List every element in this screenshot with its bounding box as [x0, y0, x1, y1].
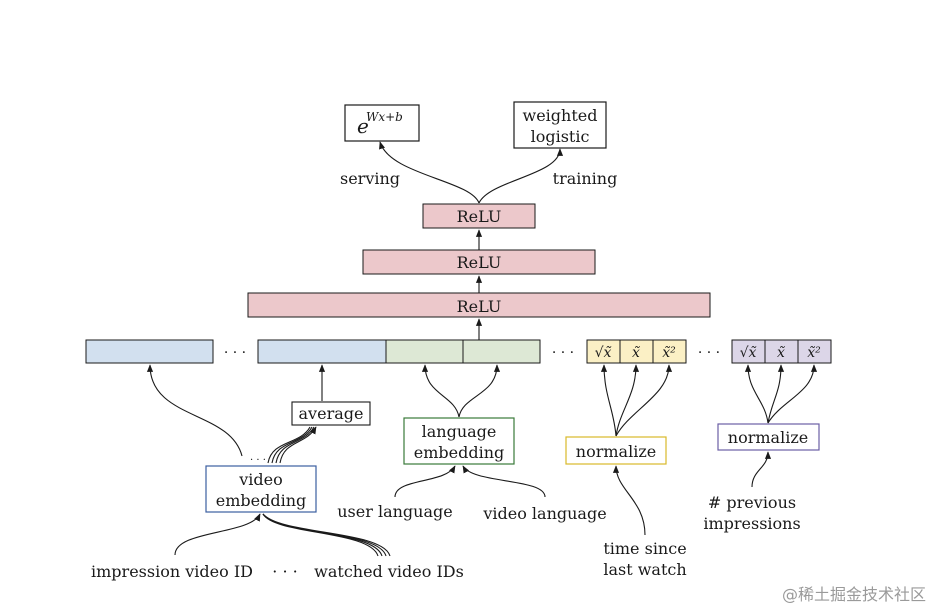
arrow-to-training [478, 148, 564, 204]
serving-exponent: Wx+b [366, 110, 403, 124]
bundle-to-average-1 [267, 426, 311, 464]
impr-sqrt-term: √x̃ [740, 345, 757, 361]
arrow-embedding-to-impression-slot [146, 364, 243, 457]
arrow-time-norm-to-linear [615, 364, 640, 437]
time-square-term: x̃² [662, 345, 676, 361]
arrow-time-input-to-norm [612, 465, 646, 536]
arrow-impression-id-to-embedding [174, 513, 261, 556]
impression-video-id-label: impression video ID [91, 562, 253, 581]
normalize-impressions-box: normalize [717, 423, 820, 451]
watched-ids-line-4 [262, 513, 391, 557]
video-language-embedding-slot [462, 339, 541, 364]
average-box: average [291, 401, 371, 426]
arrow-language-to-video-slot [458, 364, 501, 418]
impression-video-embedding-slot [85, 339, 214, 364]
user-language-embedding-slot [385, 339, 464, 364]
weighted-logistic-box: weighted logistic [513, 101, 607, 149]
time-since-line2: last watch [603, 560, 686, 579]
arrow-language-to-user-slot [421, 364, 460, 418]
svg-text:embedding: embedding [216, 491, 307, 510]
bundle-to-average-2 [271, 426, 313, 464]
serving-output-box: e Wx+b [344, 104, 420, 142]
video-embedding-dots: · · · [250, 455, 266, 466]
time-since-features: √x̃ x̃ x̃² [586, 339, 687, 364]
training-label: training [553, 169, 618, 188]
inputs-ellipsis: · · · [272, 562, 297, 581]
bundle-to-average-4 [279, 426, 317, 464]
weighted-logistic-line2: logistic [531, 127, 590, 146]
normalize-time-box: normalize [565, 436, 667, 465]
serving-label: serving [340, 169, 400, 188]
serving-formula: e [357, 114, 369, 138]
ellipsis-1: · · · [224, 345, 246, 361]
relu-layer-top: ReLU [422, 203, 536, 229]
svg-text:ReLU: ReLU [457, 207, 502, 226]
impr-linear-term: x̃ [777, 345, 785, 361]
time-linear-term: x̃ [632, 345, 640, 361]
previous-impressions-line2: impressions [703, 514, 800, 533]
arrow-impr-input-to-norm [751, 451, 772, 488]
svg-text:ReLU: ReLU [457, 297, 502, 316]
arrow-impr-norm-to-sqrt [744, 364, 769, 424]
weighted-logistic-line1: weighted [523, 106, 598, 125]
svg-text:video: video [238, 470, 283, 489]
svg-text:language: language [422, 422, 497, 441]
arrow-to-serving [379, 141, 480, 204]
arrow-time-norm-to-sqrt [600, 364, 617, 437]
previous-impressions-line1: # previous [708, 493, 796, 512]
arrow-user-language-input [394, 465, 456, 498]
watched-video-average-slot [257, 339, 387, 364]
video-embedding-box: video embedding [205, 465, 317, 513]
arrow-video-language-input [462, 465, 546, 498]
user-language-label: user language [337, 502, 452, 521]
svg-text:average: average [299, 404, 364, 423]
time-since-line1: time since [603, 539, 686, 558]
impressions-features: √x̃ x̃ x̃² [731, 339, 832, 364]
svg-text:ReLU: ReLU [457, 253, 502, 272]
arrow-time-norm-to-square [615, 364, 673, 437]
svg-text:normalize: normalize [576, 442, 656, 461]
time-sqrt-term: √x̃ [595, 345, 612, 361]
relu-layer-middle: ReLU [362, 249, 596, 275]
svg-text:normalize: normalize [728, 428, 808, 447]
watermark: @稀土掘金技术社区 [782, 585, 926, 604]
watched-video-ids-label: watched video IDs [314, 562, 464, 581]
video-language-label: video language [482, 504, 606, 523]
language-embedding-box: language embedding [403, 417, 515, 465]
arrow-impr-norm-to-square [767, 364, 818, 424]
ellipsis-3: · · · [698, 345, 720, 361]
svg-text:embedding: embedding [414, 443, 505, 462]
impr-square-term: x̃² [807, 345, 821, 361]
relu-layer-bottom: ReLU [247, 292, 711, 318]
arrow-impr-norm-to-linear [767, 364, 785, 424]
ellipsis-2: · · · [552, 345, 574, 361]
